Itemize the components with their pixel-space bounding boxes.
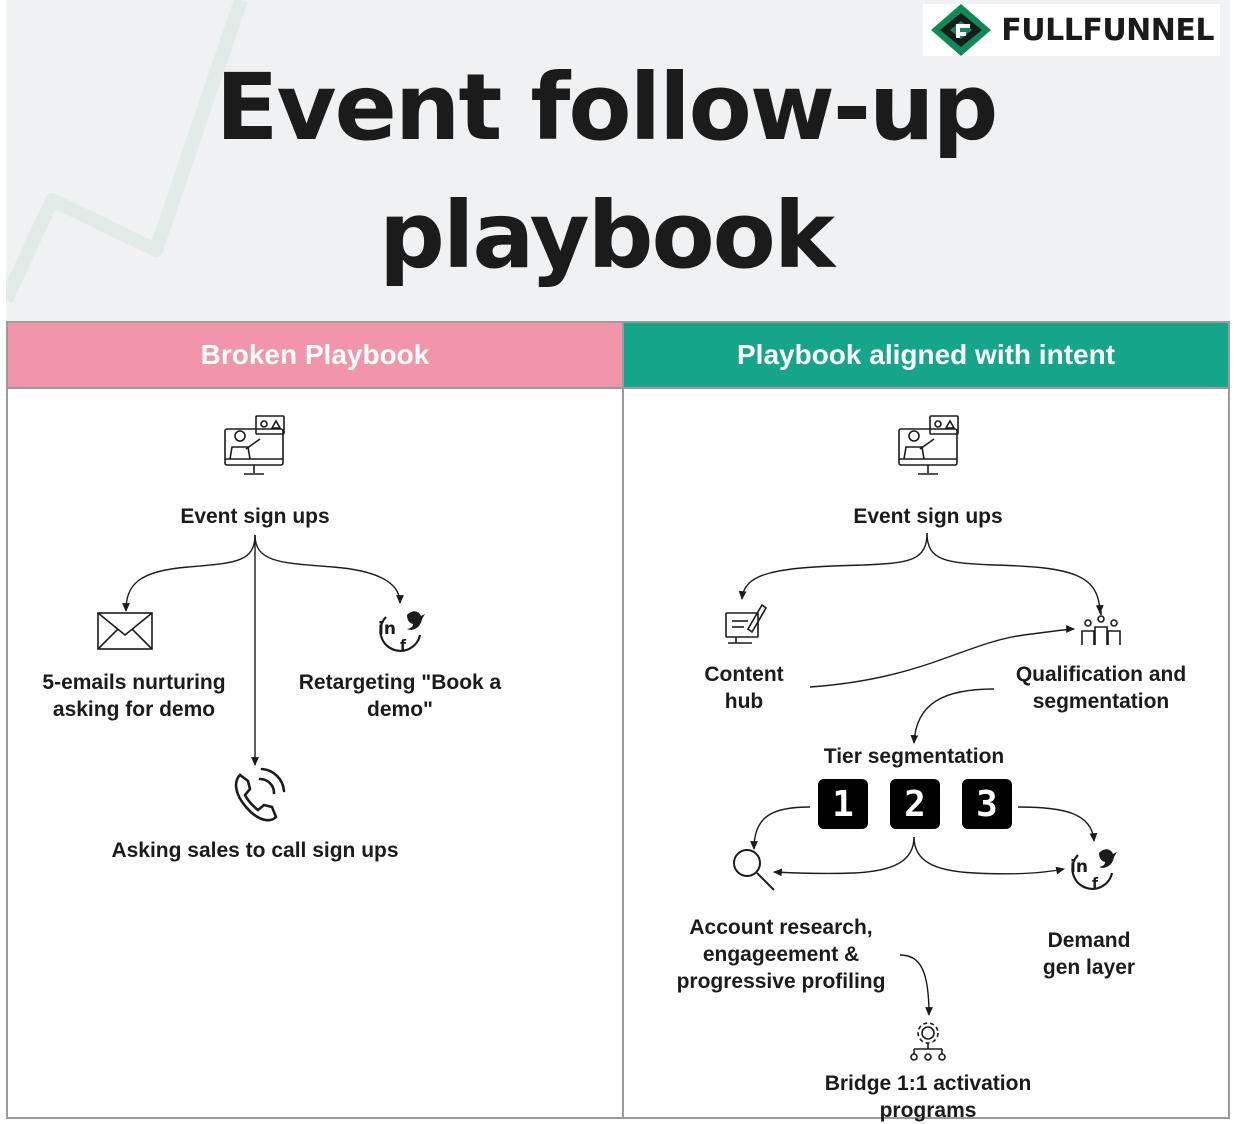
webinar-monitor-icon [224, 415, 285, 475]
brand-name: FULLFUNNEL [1001, 12, 1214, 48]
broken-flow-arrows: in f [97, 415, 425, 822]
demand-gen-label: Demand gen layer [1042, 929, 1136, 979]
brand-logo: FULLFUNNEL [923, 4, 1220, 56]
arrow-to-retargeting [254, 534, 404, 604]
page-title-line-1: Event follow-up [215, 54, 999, 161]
page-title-line-2: playbook [378, 182, 835, 289]
aligned-flow-arrows: in f [725, 415, 1121, 1061]
content-hub-label: Content hub [704, 663, 784, 713]
social-media-icon: in f [378, 611, 425, 654]
svg-text:f: f [1092, 876, 1099, 892]
svg-text:in: in [378, 619, 396, 639]
broken-playbook-header: Broken Playbook [8, 323, 622, 389]
arrow-tier2-to-demand [913, 836, 1065, 875]
tier-1-badge: 1 [818, 779, 868, 829]
aligned-playbook-panel: Playbook aligned with intent [622, 321, 1230, 1122]
arrow-to-qualification [926, 532, 1104, 614]
bridge-programs-label: Bridge 1:1 activation programs [824, 1072, 1032, 1122]
aligned-playbook-header: Playbook aligned with intent [624, 323, 1228, 389]
phone-call-icon [234, 767, 286, 822]
emails-nurturing-label: 5-emails nurturing asking for demo [42, 671, 226, 721]
search-icon [733, 849, 775, 891]
broken-playbook-panel: Broken Playbook [6, 321, 624, 1119]
svg-text:in: in [1070, 857, 1088, 877]
arrow-to-bridge-programs [899, 954, 933, 1016]
webinar-monitor-icon [898, 415, 959, 475]
fullfunnel-logo-icon [931, 4, 992, 56]
envelope-icon [97, 612, 153, 650]
header-area: Event follow-up playbook FULLFUNNEL [6, 0, 1230, 322]
tier-2-badge: 2 [890, 779, 940, 829]
arrow-to-research-from-tier1 [750, 806, 811, 850]
social-media-icon: in f [1070, 849, 1117, 892]
arrow-to-content-hub [738, 532, 928, 600]
event-sign-ups-label: Event sign ups [853, 505, 1003, 528]
gear-network-icon [910, 1022, 946, 1061]
retargeting-label: Retargeting "Book a demo" [298, 671, 502, 721]
arrow-content-to-qualification [809, 625, 1075, 688]
qualification-segmentation-label: Qualification and segmentation [1015, 663, 1187, 713]
arrow-to-tier-segmentation [910, 688, 995, 744]
playbook-panels: Broken Playbook [6, 321, 1230, 1122]
team-segmentation-icon [1081, 611, 1121, 645]
sales-calls-label: Asking sales to call sign ups [111, 839, 399, 862]
arrow-tier2-to-research [773, 836, 915, 877]
svg-text:f: f [400, 638, 407, 654]
computer-writing-icon [725, 603, 768, 644]
arrow-to-emails [122, 534, 256, 612]
background-trend-line [6, 0, 248, 303]
tier-3-badge: 3 [962, 779, 1012, 829]
event-sign-ups-label: Event sign ups [180, 505, 330, 528]
tier-segmentation-label: Tier segmentation [823, 745, 1005, 768]
account-research-label: Account research, engageement & progress… [676, 916, 886, 993]
arrow-to-demand-from-tier3 [1017, 806, 1098, 842]
